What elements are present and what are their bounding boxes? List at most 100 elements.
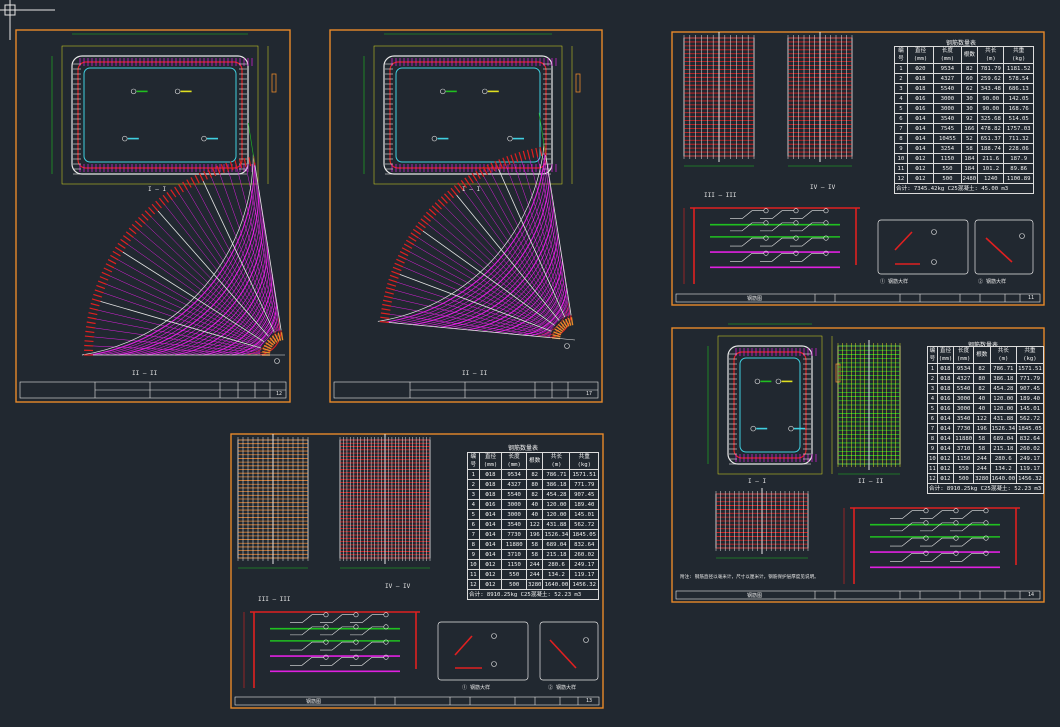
table-cell: 9534 <box>501 469 527 480</box>
table-cell: 1456.32 <box>569 579 599 590</box>
edge-stirrup <box>84 340 94 343</box>
radial-bar <box>536 153 571 316</box>
table-cell: 500 <box>953 473 975 484</box>
table-cell: 40 <box>973 403 991 414</box>
table-cell: 3280 <box>525 579 544 590</box>
table-cell: Ф14 <box>478 539 503 550</box>
detail-box-2 <box>539 621 599 681</box>
table-cell: 196 <box>525 529 544 540</box>
table-cell: 80 <box>973 373 991 384</box>
table-cell: 189.40 <box>1016 393 1044 404</box>
table-cell: 562.72 <box>1016 413 1044 424</box>
table-cell: 58 <box>973 443 991 454</box>
edge-stirrup <box>174 186 181 195</box>
leader-line <box>760 252 794 262</box>
fan-outer-edge <box>377 144 545 322</box>
leader-line <box>920 510 954 520</box>
table-cell: 60 <box>960 73 979 84</box>
edge-stirrup <box>138 216 146 225</box>
culvert-outline <box>71 55 249 175</box>
edge-stirrup <box>518 151 523 161</box>
table-cell: 82 <box>525 489 544 500</box>
radial-bar <box>125 242 265 341</box>
leader-line <box>350 614 384 624</box>
table-header-cell: 共长 (m) <box>542 452 571 470</box>
leader-line <box>730 237 764 247</box>
leader-line <box>320 614 354 624</box>
edge-stirrup <box>382 303 392 307</box>
section-label: II — II <box>132 370 158 377</box>
table-cell: 3540 <box>933 113 962 124</box>
table-cell: Ф18 <box>936 373 955 384</box>
table-cell: 431.88 <box>989 413 1018 424</box>
title-block <box>675 590 1041 600</box>
title-block-name: 钢筋图 <box>747 296 763 302</box>
callout-bubble <box>793 208 799 214</box>
edge-stirrup <box>522 150 527 160</box>
table-cell: 40 <box>973 393 991 404</box>
table-cell: 12 <box>894 173 908 184</box>
rebar-mesh-elevation-left <box>683 32 755 167</box>
callout-bubble <box>482 88 488 95</box>
edge-stirrup <box>103 267 113 273</box>
callout-bubble <box>823 220 829 226</box>
table-cell: 166 <box>960 123 979 134</box>
leader-line <box>760 237 794 247</box>
table-cell: 30 <box>960 103 979 114</box>
fan-edge-line <box>247 122 255 163</box>
radial-bar <box>142 221 267 339</box>
table-cell: 500 <box>501 579 527 590</box>
table-cell: 771.79 <box>1016 373 1044 384</box>
edge-stirrup <box>85 330 95 334</box>
table-cell: 3254 <box>933 143 962 154</box>
table-cell: 7730 <box>501 529 527 540</box>
table-cell: 8 <box>927 433 938 444</box>
table-cell: Ф14 <box>906 133 935 144</box>
edge-stirrup <box>112 250 121 257</box>
callout-bubble <box>323 612 329 618</box>
radial-bar <box>103 282 262 347</box>
table-cell: Ф18 <box>906 83 935 94</box>
fan-axis <box>550 337 576 341</box>
callout-bubble <box>383 654 389 660</box>
edge-stirrup <box>225 162 230 172</box>
table-cell: 6 <box>927 413 938 424</box>
table-cell: 1845.05 <box>569 529 599 540</box>
leader-line <box>920 537 954 547</box>
edge-stirrup <box>417 221 426 229</box>
table-cell: 386.18 <box>542 479 571 490</box>
edge-stirrup <box>229 161 234 171</box>
table-cell: 211.6 <box>977 153 1005 164</box>
table-cell: 4 <box>467 499 480 510</box>
callout-bubble <box>923 508 929 514</box>
table-cell: Ф14 <box>936 423 955 434</box>
edge-stirrup <box>447 190 455 199</box>
table-cell: 260.02 <box>569 549 599 560</box>
table-header-cell: 共长 (m) <box>977 46 1005 64</box>
edge-stirrup <box>380 312 390 315</box>
radial-bar <box>504 163 567 317</box>
table-cell: 119.17 <box>569 569 599 580</box>
radial-bar <box>411 243 554 328</box>
callout-bubble <box>353 639 359 645</box>
anchor-mark <box>575 73 581 93</box>
table-cell: 578.54 <box>1003 73 1034 84</box>
fan-rebar-layout <box>377 112 576 349</box>
callout-bubble <box>923 520 929 526</box>
edge-stirrup <box>399 251 409 257</box>
inner-stirrup <box>552 334 561 338</box>
table-cell: 82 <box>525 469 544 480</box>
table-cell: 122 <box>973 413 991 424</box>
callout-bubble <box>793 235 799 241</box>
edge-stirrup <box>99 276 109 281</box>
table-cell: Ф18 <box>478 469 503 480</box>
rebar-mesh-red <box>715 488 809 559</box>
callout-bubble <box>353 654 359 660</box>
callout-bubble <box>201 135 207 142</box>
table-cell: 134.2 <box>542 569 571 580</box>
